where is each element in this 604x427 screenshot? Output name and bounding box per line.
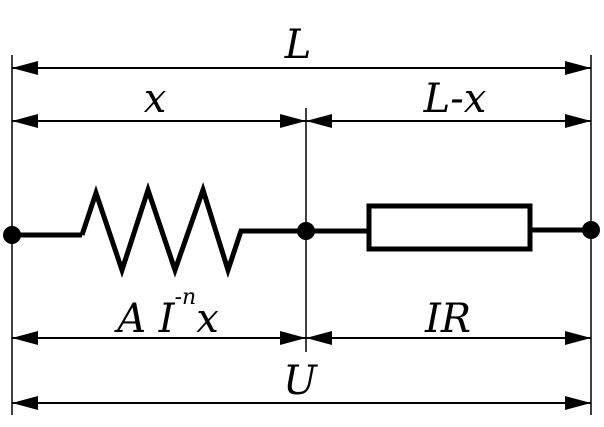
label-total-voltage: U [283, 358, 318, 404]
label-arc-voltage-exponent: -n [175, 285, 197, 310]
node-left [3, 226, 21, 244]
label-arc-length: x [144, 76, 167, 122]
label-remaining-length: L-x [423, 76, 487, 122]
label-arc-voltage-prefix: A I [113, 296, 176, 342]
label-total-length: L [284, 22, 312, 68]
label-arc-voltage: A I-nx [113, 285, 219, 342]
resistor [366, 203, 533, 252]
zigzag-arc-element [79, 182, 306, 279]
node-middle [297, 222, 315, 240]
label-arc-voltage-suffix: x [196, 296, 219, 342]
label-resistor-voltage: IR [424, 296, 471, 342]
node-right [582, 221, 600, 239]
